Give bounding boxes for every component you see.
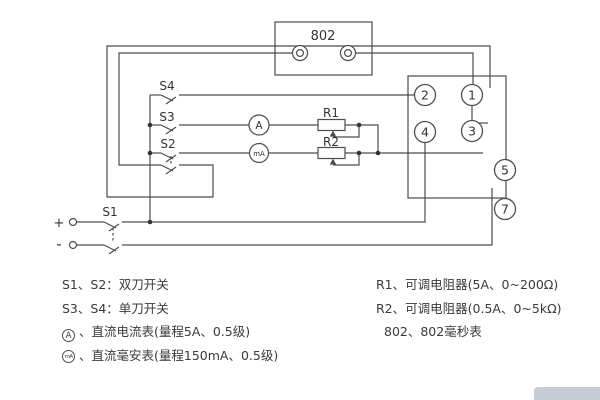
resistor-r2 — [317, 146, 346, 160]
milliammeter-icon: mA — [62, 349, 75, 363]
svg-text:5: 5 — [501, 163, 509, 178]
legend-item-r2: R2、可调电阻器(0.5A、0~5kΩ) — [376, 297, 596, 321]
svg-text:7: 7 — [501, 202, 509, 217]
switch-s4 — [160, 94, 177, 105]
legend-item-milliammeter: mA 、直流毫安表(量程150mA、0.5级) — [62, 344, 362, 368]
label-s1: S1 — [102, 205, 117, 219]
label-s4: S4 — [159, 79, 174, 93]
svg-text:4: 4 — [421, 125, 429, 140]
label-minus: - — [56, 235, 61, 253]
legend-item-s3-s4: S3、S4：单刀开关 — [62, 297, 362, 321]
minus-terminal — [68, 240, 78, 250]
plus-terminal — [68, 217, 78, 227]
r2-wiper-arrow — [329, 158, 337, 165]
label-plus: + — [54, 216, 65, 231]
label-s3: S3 — [159, 110, 174, 124]
wire-minus-to-t7 — [77, 188, 493, 246]
legend-text: 、直流电流表(量程5A、0.5级) — [79, 324, 251, 340]
legend-text: 、直流毫安表(量程150mA、0.5级) — [79, 347, 279, 363]
junction-dots — [147, 122, 381, 225]
milliammeter: mA — [248, 142, 270, 164]
wire-r1-out — [345, 124, 379, 153]
switch-s2-upper — [160, 152, 177, 163]
timer-box — [274, 21, 373, 76]
wire-r2-wiper — [333, 153, 360, 166]
terminal-1: 1 — [460, 83, 484, 107]
switch-s3 — [160, 124, 177, 135]
relay-terminal-box — [407, 75, 507, 199]
switch-s1-lower — [103, 244, 120, 255]
legend-text: 802、802毫秒表 — [384, 324, 482, 340]
legend-item-802: 802、802毫秒表 — [376, 320, 596, 344]
ammeter: A — [248, 114, 270, 136]
watermark-logo — [534, 387, 600, 400]
wire-s1-to-t4 — [122, 143, 426, 223]
ammeter-icon: A — [62, 329, 75, 343]
terminal-3: 3 — [460, 119, 484, 143]
timer-terminal-right — [339, 44, 357, 62]
label-s2: S2 — [160, 137, 175, 151]
svg-text:1: 1 — [468, 88, 476, 103]
r1-wiper-arrow — [329, 130, 337, 137]
legend-item-ammeter: A 、直流电流表(量程5A、0.5级) — [62, 320, 362, 344]
terminal-7: 7 — [493, 197, 517, 221]
legend-text: R1、可调电阻器(5A、0~200Ω) — [376, 277, 559, 292]
milliammeter-label: mA — [253, 150, 265, 158]
label-r1: R1 — [323, 106, 339, 120]
circuit-schematic: A mA 2 1 4 3 5 7 802 S4 S3 S2 S1 — [54, 21, 517, 255]
wire-timer-left-to-s2-lower — [118, 52, 292, 166]
terminal-4: 4 — [413, 120, 437, 144]
timer-terminal-left — [291, 44, 309, 62]
legend-item-s1-s2: S1、S2：双刀开关 — [62, 273, 362, 297]
switch-s1-upper — [103, 221, 120, 232]
wire-r1-wiper — [333, 125, 360, 138]
svg-text:3: 3 — [468, 124, 476, 139]
wire-s2-lower-outer-loop-to-t1 — [106, 45, 491, 198]
legend-text: S3、S4：单刀开关 — [62, 300, 169, 316]
resistor-r1 — [317, 118, 346, 132]
legend-left-column: S1、S2：双刀开关 S3、S4：单刀开关 A 、直流电流表(量程5A、0.5级)… — [62, 273, 362, 367]
ammeter-label: A — [255, 120, 263, 132]
wire-timer-right-to-t1 — [356, 52, 474, 84]
legend-text: R2、可调电阻器(0.5A、0~5kΩ) — [376, 300, 562, 316]
svg-text:2: 2 — [421, 88, 429, 103]
legend-item-r1: R1、可调电阻器(5A、0~200Ω) — [376, 273, 596, 297]
legend-text: S1、S2：双刀开关 — [62, 277, 169, 292]
label-r2: R2 — [323, 135, 339, 149]
legend-right-column: R1、可调电阻器(5A、0~200Ω) R2、可调电阻器(0.5A、0~5kΩ)… — [376, 273, 596, 344]
timer-box-label: 802 — [311, 29, 336, 44]
terminal-2: 2 — [413, 83, 437, 107]
switch-s2-lower — [160, 164, 177, 175]
terminal-5: 5 — [493, 158, 517, 182]
